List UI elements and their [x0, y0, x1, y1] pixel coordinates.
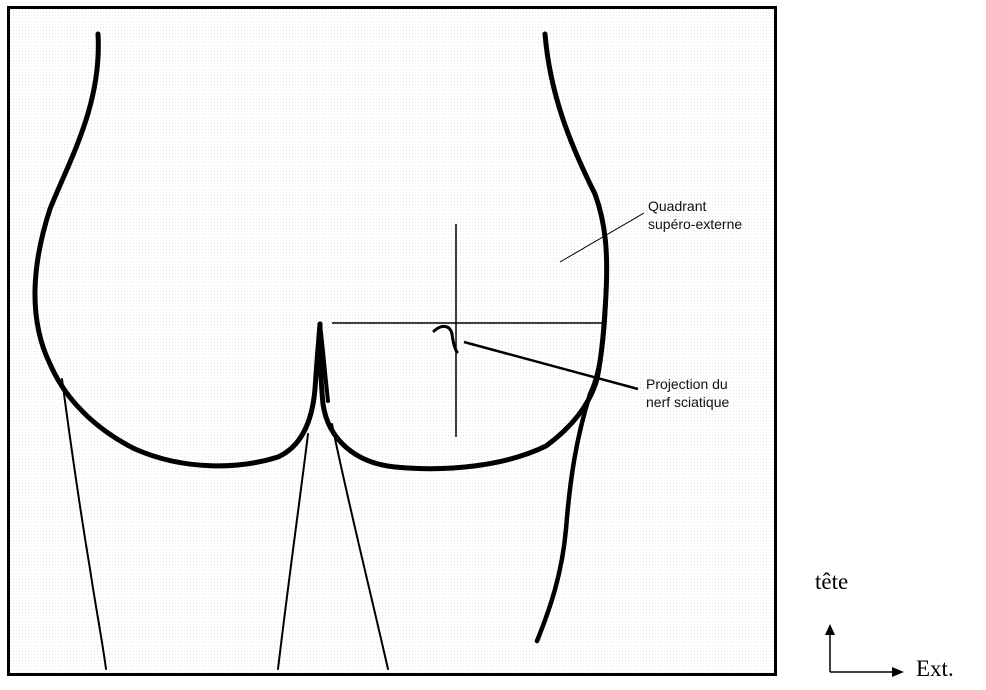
- orientation-right-label: Ext.: [916, 656, 954, 682]
- orientation-up-label: tête: [815, 569, 848, 595]
- orientation-up-arrowhead: [825, 624, 835, 635]
- orientation-right-arrowhead: [892, 667, 904, 677]
